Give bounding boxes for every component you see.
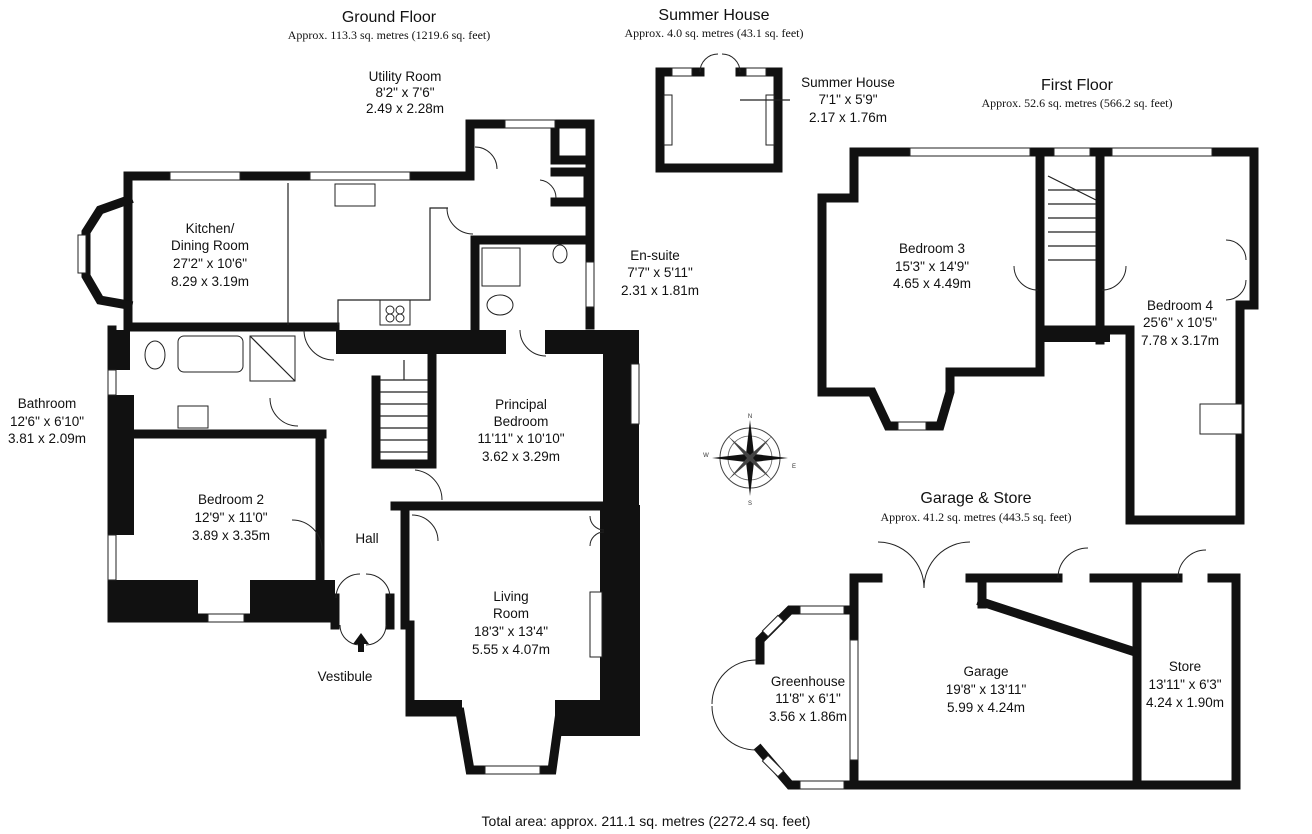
svg-text:2.31 x 1.81m: 2.31 x 1.81m [621, 283, 699, 298]
room-vestibule-label: Vestibule [318, 669, 373, 684]
room-kitchen-label: Kitchen/ Dining Room 27'2" x 10'6" 8.29 … [171, 221, 249, 289]
svg-text:4.65 x 4.49m: 4.65 x 4.49m [893, 276, 971, 291]
svg-text:8.29 x 3.19m: 8.29 x 3.19m [171, 274, 249, 289]
svg-text:Principal: Principal [495, 397, 547, 412]
ground-floor-plan [77, 119, 640, 775]
svg-text:4.24 x 1.90m: 4.24 x 1.90m [1146, 695, 1224, 710]
total-area: Total area: approx. 211.1 sq. metres (22… [482, 813, 811, 829]
svg-text:3.56 x 1.86m: 3.56 x 1.86m [769, 709, 847, 724]
svg-text:Greenhouse: Greenhouse [771, 674, 845, 689]
svg-text:Utility Room: Utility Room [369, 69, 442, 84]
first-floor-plan [817, 147, 1259, 525]
garage-store-title: Garage & Store [920, 490, 1031, 507]
svg-text:Dining Room: Dining Room [171, 238, 249, 253]
room-store-label: Store 13'11" x 6'3" 4.24 x 1.90m [1146, 659, 1224, 710]
first-floor-area: Approx. 52.6 sq. metres (566.2 sq. feet) [982, 96, 1173, 110]
room-principal-bedroom-label: Principal Bedroom 11'11" x 10'10" 3.62 x… [477, 397, 564, 464]
svg-text:2.49 x 2.28m: 2.49 x 2.28m [366, 101, 444, 116]
svg-text:Summer House: Summer House [801, 75, 895, 90]
svg-text:3.62 x 3.29m: 3.62 x 3.29m [482, 449, 560, 464]
svg-text:11'8" x 6'1": 11'8" x 6'1" [775, 691, 841, 706]
svg-text:Bedroom 3: Bedroom 3 [899, 241, 965, 256]
svg-text:En-suite: En-suite [630, 248, 680, 263]
svg-text:Bedroom 4: Bedroom 4 [1147, 298, 1214, 313]
compass-w: W [703, 453, 709, 459]
ground-stairs [380, 360, 428, 453]
svg-text:12'9" x 11'0": 12'9" x 11'0" [194, 510, 267, 525]
svg-text:Room: Room [493, 606, 529, 621]
svg-text:7'1" x 5'9": 7'1" x 5'9" [818, 92, 877, 107]
svg-text:18'3" x 13'4": 18'3" x 13'4" [474, 624, 548, 639]
svg-text:Bathroom: Bathroom [18, 396, 77, 411]
first-floor-title: First Floor [1041, 77, 1114, 94]
svg-text:12'6" x 6'10": 12'6" x 6'10" [10, 414, 84, 429]
ground-floor-title: Ground Floor [342, 9, 437, 26]
svg-text:7.78 x 3.17m: 7.78 x 3.17m [1141, 333, 1219, 348]
room-living-room-label: Living Room 18'3" x 13'4" 5.55 x 4.07m [472, 589, 550, 657]
svg-text:3.81 x 2.09m: 3.81 x 2.09m [8, 431, 86, 446]
svg-text:Bedroom 2: Bedroom 2 [198, 492, 264, 507]
svg-text:5.99 x 4.24m: 5.99 x 4.24m [947, 700, 1025, 715]
room-bedroom-2-label: Bedroom 2 12'9" x 11'0" 3.89 x 3.35m [192, 492, 270, 543]
compass-s: S [748, 501, 752, 507]
summer-house-title: Summer House [658, 7, 769, 24]
svg-text:3.89 x 3.35m: 3.89 x 3.35m [192, 528, 270, 543]
svg-text:5.55 x 4.07m: 5.55 x 4.07m [472, 642, 550, 657]
room-ensuite-label: En-suite 7'7" x 5'11" 2.31 x 1.81m [621, 248, 699, 298]
room-garage-label: Garage 19'8" x 13'11" 5.99 x 4.24m [946, 664, 1027, 715]
svg-text:19'8" x 13'11": 19'8" x 13'11" [946, 682, 1027, 697]
svg-text:Bedroom: Bedroom [494, 414, 549, 429]
first-floor-stairs [1047, 175, 1097, 261]
svg-text:25'6" x 10'5": 25'6" x 10'5" [1143, 315, 1217, 330]
room-bedroom-4-label: Bedroom 4 25'6" x 10'5" 7.78 x 3.17m [1141, 298, 1219, 348]
compass-n: N [748, 414, 752, 420]
svg-text:2.17 x 1.76m: 2.17 x 1.76m [809, 110, 887, 125]
summer-house-area: Approx. 4.0 sq. metres (43.1 sq. feet) [625, 26, 804, 40]
room-greenhouse-label: Greenhouse 11'8" x 6'1" 3.56 x 1.86m [769, 674, 847, 724]
svg-text:Living: Living [493, 589, 528, 604]
svg-text:Store: Store [1169, 659, 1201, 674]
room-bathroom-label: Bathroom 12'6" x 6'10" 3.81 x 2.09m [8, 396, 86, 446]
garage-store-plan [711, 541, 1241, 790]
garage-store-area: Approx. 41.2 sq. metres (443.5 sq. feet) [881, 510, 1072, 524]
svg-text:8'2" x 7'6": 8'2" x 7'6" [375, 85, 434, 100]
room-hall-label: Hall [355, 531, 378, 546]
svg-text:11'11" x 10'10": 11'11" x 10'10" [477, 431, 564, 446]
compass-rose: N S E W [703, 414, 796, 507]
svg-text:Garage: Garage [963, 664, 1008, 679]
svg-text:15'3" x 14'9": 15'3" x 14'9" [895, 259, 969, 274]
svg-text:Kitchen/: Kitchen/ [186, 221, 235, 236]
svg-text:7'7" x 5'11": 7'7" x 5'11" [627, 265, 693, 280]
ground-floor-area: Approx. 113.3 sq. metres (1219.6 sq. fee… [288, 28, 491, 42]
room-bedroom-3-label: Bedroom 3 15'3" x 14'9" 4.65 x 4.49m [893, 241, 971, 291]
svg-text:13'11" x 6'3": 13'11" x 6'3" [1148, 677, 1221, 692]
summer-house-plan [655, 53, 790, 173]
room-summer-house-label: Summer House 7'1" x 5'9" 2.17 x 1.76m [801, 75, 895, 125]
svg-text:27'2" x 10'6": 27'2" x 10'6" [173, 256, 247, 271]
room-utility-label: Utility Room 8'2" x 7'6" 2.49 x 2.28m [366, 69, 444, 116]
compass-e: E [792, 464, 796, 470]
